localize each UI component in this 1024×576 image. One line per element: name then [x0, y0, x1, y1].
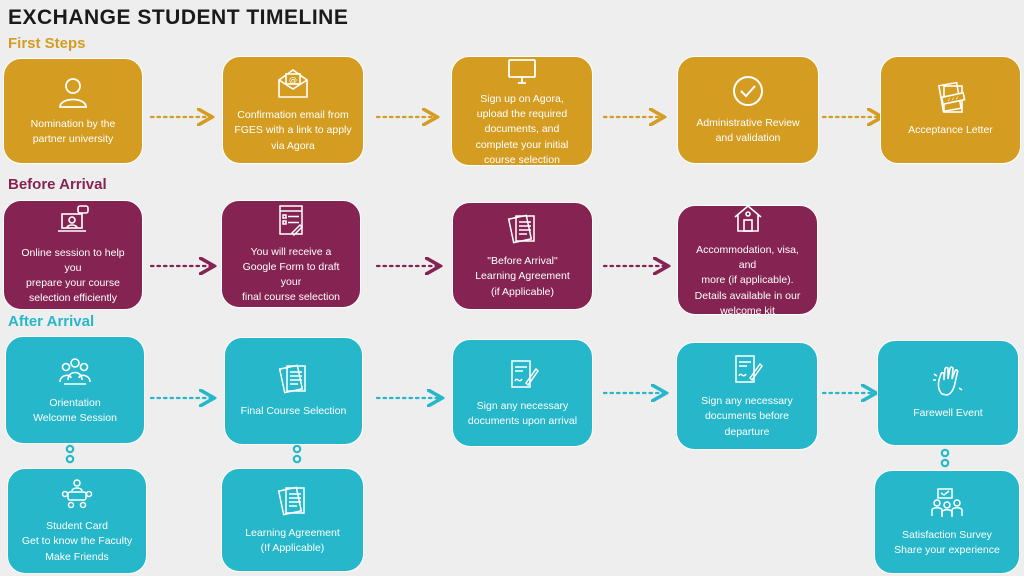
documents-icon — [276, 484, 310, 518]
step-learning-agreement: Learning Agreement (If Applicable) — [221, 468, 364, 572]
email-icon: @ — [276, 66, 310, 100]
step-accommodation-visa: Accommodation, visa, and more (if applic… — [677, 204, 818, 317]
monitor-icon — [505, 54, 539, 88]
step-text: Nomination by the partner university — [30, 117, 116, 145]
step-sign-documents-departure: Sign any necessary documents before depa… — [676, 342, 818, 450]
step-text: Learning Agreement (If Applicable) — [245, 526, 340, 554]
sign-document-icon — [730, 352, 764, 386]
step-confirmation-email: @ Confirmation email from FGES with a li… — [222, 56, 364, 164]
documents-icon — [277, 362, 311, 396]
chain-link-icon — [65, 444, 75, 464]
step-before-arrival-agreement: "Before Arrival" Learning Agreement (if … — [452, 202, 593, 310]
step-text: Confirmation email from FGES with a link… — [234, 109, 352, 152]
sign-document-icon — [506, 357, 540, 391]
step-text: Sign any necessary documents before depa… — [701, 395, 793, 438]
group-icon — [58, 354, 92, 388]
step-text: Sign up on Agora, upload the required do… — [475, 92, 569, 166]
step-text: Administrative Review and validation — [696, 116, 800, 144]
step-text: Acceptance Letter — [908, 124, 993, 137]
step-text: You will receive a Google Form to draft … — [241, 245, 341, 304]
approved-document-icon: ✓✓✓ — [934, 81, 968, 115]
step-google-form: You will receive a Google Form to draft … — [221, 200, 361, 308]
step-online-session: Online session to help you prepare your … — [3, 200, 143, 310]
step-student-card: Student Card Get to know the Faculty Mak… — [7, 468, 147, 574]
step-text: Final Course Selection — [240, 405, 347, 418]
step-text: Online session to help you prepare your … — [21, 246, 125, 305]
step-text: Sign any necessary documents upon arriva… — [467, 399, 578, 427]
page-title: EXCHANGE STUDENT TIMELINE — [8, 6, 349, 29]
step-agora-signup: Sign up on Agora, upload the required do… — [451, 56, 593, 166]
section-title-first-steps: First Steps — [8, 35, 86, 52]
chain-link-icon — [940, 448, 950, 468]
step-final-course-selection: Final Course Selection — [224, 337, 363, 445]
form-icon — [274, 203, 308, 237]
step-satisfaction-survey: Satisfaction Survey Share your experienc… — [874, 470, 1020, 574]
step-acceptance-letter: ✓✓✓ Acceptance Letter — [880, 56, 1021, 164]
laptop-chat-icon — [56, 204, 90, 238]
step-text: Student Card Get to know the Faculty Mak… — [21, 520, 133, 563]
step-text: Farewell Event — [913, 407, 983, 420]
step-orientation: Orientation Welcome Session — [5, 336, 145, 444]
waving-hand-icon — [931, 364, 965, 398]
step-text: Orientation Welcome Session — [33, 396, 117, 424]
step-text: Satisfaction Survey Share your experienc… — [894, 528, 1000, 556]
step-text: "Before Arrival" Learning Agreement (if … — [475, 255, 570, 298]
step-sign-documents-arrival: Sign any necessary documents upon arriva… — [452, 339, 593, 447]
section-title-before-arrival: Before Arrival — [8, 176, 107, 193]
step-text: Accommodation, visa, and more (if applic… — [694, 243, 801, 317]
meeting-icon — [60, 477, 94, 511]
presentation-icon — [930, 486, 964, 520]
house-icon — [731, 201, 765, 235]
section-title-after-arrival: After Arrival — [8, 313, 95, 330]
step-farewell-event: Farewell Event — [877, 340, 1019, 446]
documents-icon — [506, 212, 540, 246]
svg-text:✓✓✓: ✓✓✓ — [946, 96, 960, 104]
svg-text:@: @ — [289, 76, 297, 85]
chain-link-icon — [292, 444, 302, 464]
step-administrative-review: Administrative Review and validation — [677, 56, 819, 164]
check-circle-icon — [731, 74, 765, 108]
user-icon — [56, 75, 90, 109]
step-nomination: Nomination by the partner university — [3, 58, 143, 164]
